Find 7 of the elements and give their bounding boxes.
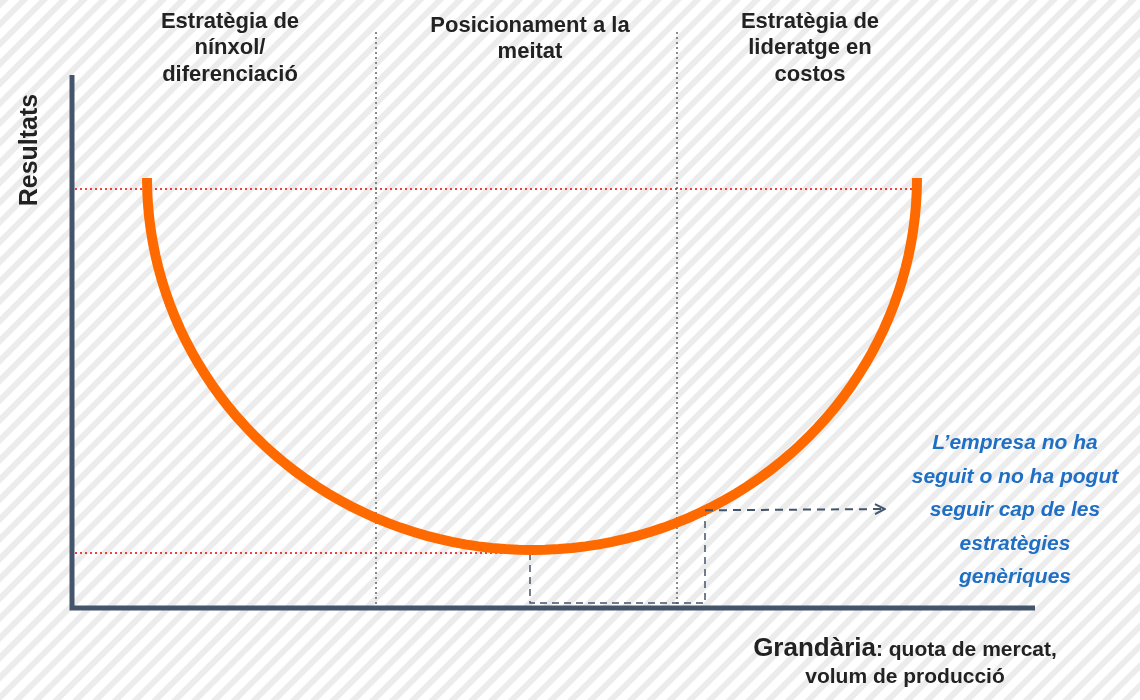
column-heading: Estratègia de lideratge en costos (739, 8, 881, 88)
dashed-arrow (704, 503, 886, 516)
column-heading: Posicionament a la meitat (429, 12, 631, 65)
axis-title: Resultats (13, 92, 43, 209)
annotation-text: L’empresa no ha seguit o no ha pogut seguir cap de les estratègies genèriques (905, 425, 1125, 593)
column-heading: Estratègia de nínxol/ diferenciació (159, 8, 301, 88)
axis-title: Grandària: quota de mercat, volum de producció (752, 632, 1058, 689)
